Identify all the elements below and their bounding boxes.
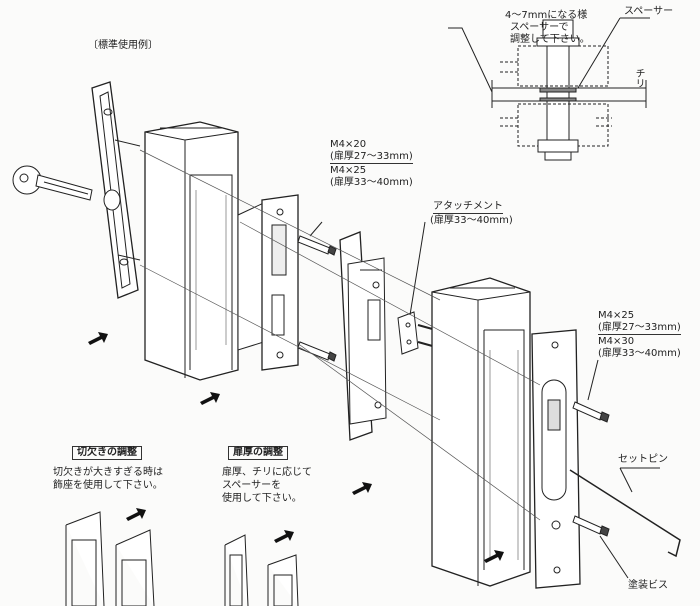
thickness-adjust-heading: 扉厚の調整 [228,446,288,460]
screw-right-thickness-2: (扉厚33〜40mm) [598,348,681,359]
screw-left-thickness-1: (扉厚27〜33mm) [330,151,413,164]
spacer-note-line-3: 調整して下さい。 [510,34,590,45]
spacer-note-line-2: スペーサーで [510,22,569,33]
thickness-adjust-line-3: 使用して下さい。 [222,493,302,504]
screw-left-thickness-2: (扉厚33〜40mm) [330,177,413,188]
strike-plate-drawing [339,231,387,441]
screw-left-size-1: M4×20 [330,139,367,150]
thickness-adjust-line-1: 扉厚、チリに応じて [222,467,312,478]
screw-right-size-2: M4×30 [598,336,635,347]
standard-usage-title: 〔標準使用例〕 [88,40,158,51]
attachment-label: アタッチメント [433,201,503,214]
screws-left-drawing [297,221,337,362]
chiri-label: チリ [633,68,644,88]
thickness-adjust-line-2: スペーサーを [222,480,282,491]
lock-case-drawing [237,194,299,371]
screws-right-drawing [572,359,629,579]
attachment-thickness: (扉厚33〜40mm) [430,215,513,226]
escutcheon-plate-drawing [91,81,141,299]
guide-lines [139,149,541,521]
set-pin-label: セットピン [618,454,668,465]
set-pin-drawing [569,467,681,558]
thickness-adjust-drawing [224,534,299,606]
direction-arrows [88,332,504,563]
spacer-detail-drawing [448,17,650,161]
key-drawing [12,165,93,201]
notch-adjust-heading: 切欠きの調整 [72,446,142,460]
left-door-frame-drawing [144,121,239,381]
right-door-frame-drawing [431,277,531,587]
notch-adjust-line-2: 飾座を使用して下さい。 [53,480,163,491]
notch-adjust-line-1: 切欠きが大きすぎる時は [53,467,163,478]
screw-right-size-1: M4×25 [598,310,635,321]
screw-left-size-2: M4×25 [330,165,367,176]
screw-right-thickness-1: (扉厚27〜33mm) [598,322,681,335]
spacer-note-line-1: 4〜7mmになる様 [505,10,588,21]
notch-adjust-drawing [65,511,155,606]
painted-screw-label: 塗装ビス [628,580,668,591]
attachment-drawing [397,221,437,355]
handle-plate-drawing [531,329,581,589]
spacer-label: スペーサー [624,6,674,17]
